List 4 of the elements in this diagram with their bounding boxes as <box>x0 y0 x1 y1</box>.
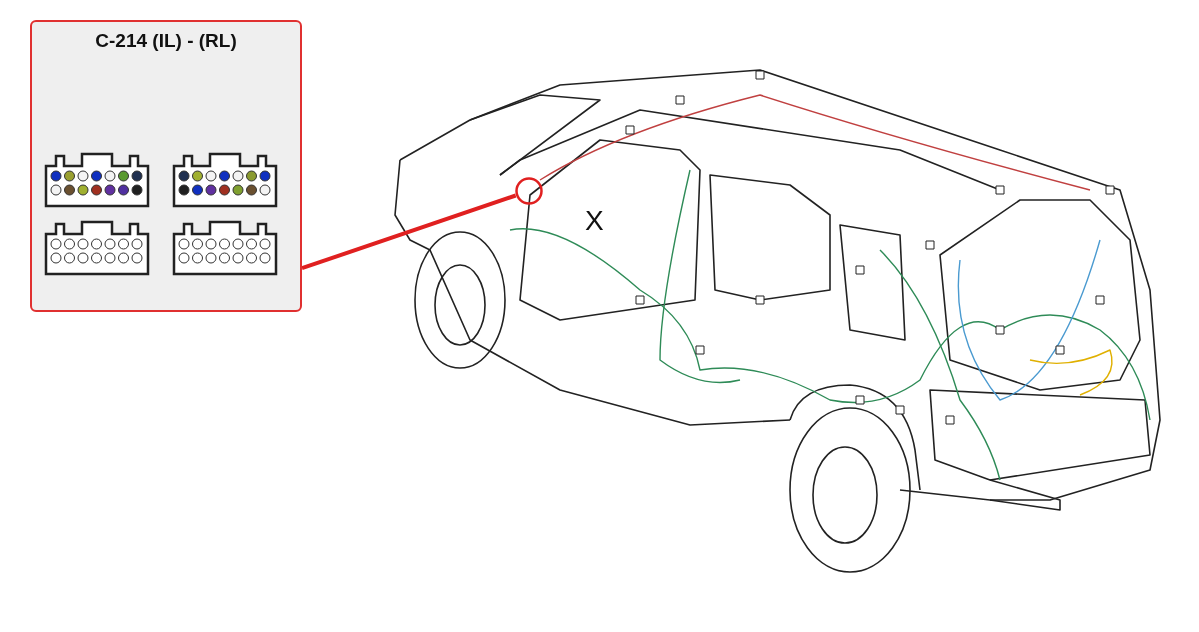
connector-callout-panel <box>30 20 302 312</box>
leader-line <box>301 193 517 271</box>
area-label: X <box>585 205 604 237</box>
connector-title: C-214 (IL) - (RL) <box>94 30 238 52</box>
